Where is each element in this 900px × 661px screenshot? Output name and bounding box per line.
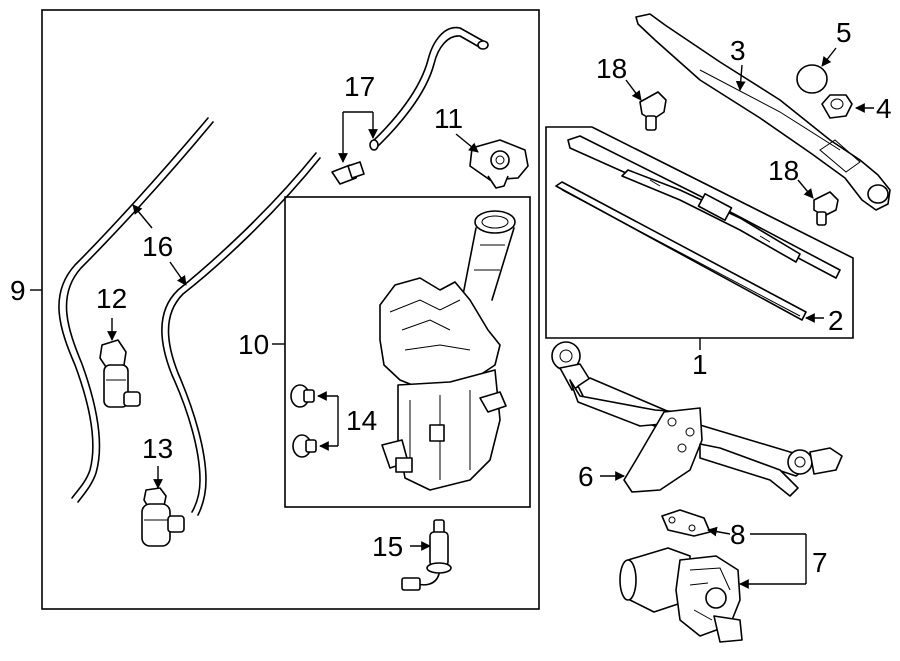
callout-9: 9 <box>10 275 26 306</box>
callout-16-leader-a <box>132 204 153 229</box>
blade-refill-2[interactable] <box>555 181 807 321</box>
callout-5: 5 <box>836 17 852 48</box>
callout-11: 11 <box>434 103 463 134</box>
callout-8-leader <box>707 526 731 537</box>
wiper-motor-7[interactable] <box>619 547 743 643</box>
callout-4: 4 <box>876 93 892 124</box>
callout-15: 15 <box>372 531 403 562</box>
grommet-14b[interactable] <box>292 434 317 458</box>
callout-5-leader <box>821 47 837 67</box>
wiper-linkage-6[interactable] <box>551 341 843 497</box>
callout-18b-leader <box>797 179 814 199</box>
blade-assembly-frame <box>545 126 854 339</box>
hose-connector-17[interactable] <box>331 161 365 185</box>
wiper-arm-3[interactable] <box>635 13 891 211</box>
washer-nozzle-18-top[interactable] <box>639 91 667 131</box>
reservoir-bracket-11[interactable] <box>469 139 529 189</box>
callout-8: 8 <box>730 519 746 550</box>
level-sensor-15[interactable] <box>401 519 452 591</box>
callout-2: 2 <box>828 305 844 336</box>
callout-16-leader-b <box>169 261 187 286</box>
connector-hose[interactable] <box>369 26 489 151</box>
callout-11-leader <box>455 133 479 153</box>
callout-14: 14 <box>346 405 377 436</box>
callout-1: 1 <box>692 349 708 380</box>
motor-bracket-8[interactable] <box>661 509 711 537</box>
washer-pump-12[interactable] <box>99 339 141 408</box>
washer-system-frame <box>41 9 540 610</box>
callout-3: 3 <box>730 35 746 66</box>
callout-7: 7 <box>812 547 828 578</box>
callout-10: 10 <box>238 329 269 360</box>
callout-13: 13 <box>142 433 173 464</box>
washer-nozzle-18-right[interactable] <box>813 191 839 226</box>
washer-pump-13[interactable] <box>141 487 185 547</box>
cap-5[interactable] <box>796 64 828 94</box>
callout-16: 16 <box>142 231 173 262</box>
washer-hose-left[interactable] <box>58 117 214 503</box>
callout-18b: 18 <box>768 155 799 186</box>
callout-18a: 18 <box>596 53 627 84</box>
washer-hose-right[interactable] <box>161 152 321 516</box>
callout-17: 17 <box>344 71 375 102</box>
callout-12: 12 <box>96 283 127 314</box>
reservoir-frame <box>284 196 531 508</box>
grommet-14a[interactable] <box>290 384 315 408</box>
callout-6: 6 <box>578 461 594 492</box>
nut-4[interactable] <box>821 94 853 119</box>
wiper-blade-1[interactable] <box>567 135 841 279</box>
callout-3-leader <box>735 64 746 91</box>
washer-reservoir[interactable] <box>379 210 516 491</box>
callout-18a-leader <box>625 79 642 101</box>
